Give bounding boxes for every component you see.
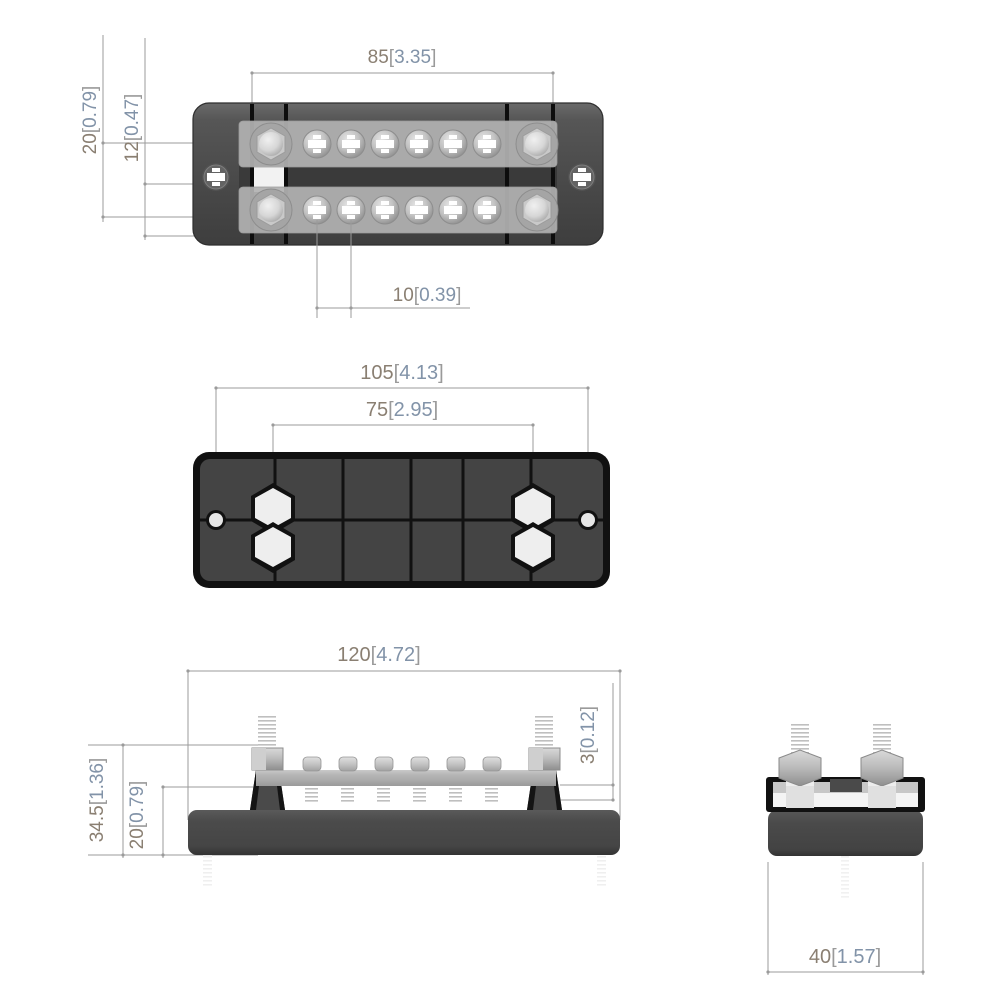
- screw-head: [338, 756, 358, 772]
- top-view-corner-screw-left: [202, 163, 230, 191]
- bottom-view-mount-holes: [206, 510, 598, 530]
- end-view-group: 40[1.57]: [766, 722, 925, 975]
- end-view-stud-right: [860, 722, 904, 808]
- dim-label-40: 40[1.57]: [809, 946, 881, 968]
- screw: [370, 129, 400, 159]
- side-view-ghost-screws: [203, 853, 606, 887]
- hex-nut: [251, 522, 295, 573]
- top-view-center-channel: [239, 166, 557, 188]
- screw-head: [482, 756, 502, 772]
- dim-3-group: [560, 683, 615, 802]
- hex-nut: [511, 483, 555, 534]
- screw: [302, 195, 332, 225]
- side-view-base: [188, 810, 620, 855]
- dim-label-120: 120[4.72]: [337, 644, 420, 666]
- dim-40-group: [766, 862, 925, 975]
- dim-10-group: [315, 220, 470, 318]
- side-view-stud-right: [528, 715, 561, 771]
- screw-head: [410, 756, 430, 772]
- screw: [302, 129, 332, 159]
- hex-nut: [251, 483, 295, 534]
- top-view-stud-upper-right: [515, 122, 559, 166]
- end-view-center-block: [830, 779, 862, 792]
- screw: [404, 129, 434, 159]
- side-view-group: 120[4.72] 34.5[1.36] 20[0.79]: [87, 644, 622, 887]
- side-view-screw-threads: [305, 786, 498, 802]
- side-view-busbar: [256, 770, 556, 786]
- screw: [404, 195, 434, 225]
- screw: [472, 129, 502, 159]
- top-view-stud-lower-right: [515, 188, 559, 232]
- dim-label-3: 3[0.12]: [578, 706, 599, 764]
- screw: [370, 195, 400, 225]
- dim-label-75: 75[2.95]: [366, 399, 438, 421]
- hex-nut: [511, 522, 555, 573]
- top-view-stud-upper-left: [249, 122, 293, 166]
- top-view-stud-lower-left: [249, 188, 293, 232]
- screw-head: [374, 756, 394, 772]
- screw: [336, 129, 366, 159]
- dim-label-20-side: 20[0.79]: [127, 781, 148, 850]
- end-view-stud-left: [778, 722, 822, 808]
- side-view-screw-heads: [302, 756, 502, 772]
- screw: [472, 195, 502, 225]
- dim-label-10: 10[0.39]: [393, 285, 462, 306]
- dim-label-12-top: 12[0.47]: [122, 94, 143, 163]
- screw: [438, 129, 468, 159]
- top-view-screws-upper: [302, 129, 502, 159]
- dim-label-34-5: 34.5[1.36]: [87, 758, 108, 843]
- top-view-corner-screw-right: [568, 163, 596, 191]
- screw-head: [302, 756, 322, 772]
- top-view-housing-outline: [192, 102, 604, 246]
- screw: [336, 195, 366, 225]
- screw-head: [446, 756, 466, 772]
- end-view-ghost-screw: [841, 855, 849, 900]
- dim-label-85: 85[3.35]: [368, 47, 437, 68]
- top-view-ribs: [250, 104, 555, 244]
- bottom-view-hexnuts: [251, 483, 555, 573]
- dim-label-105: 105[4.13]: [360, 362, 443, 384]
- top-view-screws-lower: [302, 195, 502, 225]
- end-view-base: [768, 810, 923, 856]
- dim-label-20-top: 20[0.79]: [80, 86, 101, 155]
- bottom-view-group: 105[4.13] 75[2.95]: [193, 362, 610, 588]
- top-view-group: 85[3.35] 20[0.79] 12[0.47]: [80, 35, 604, 318]
- side-view-stud-left: [251, 715, 284, 771]
- screw: [438, 195, 468, 225]
